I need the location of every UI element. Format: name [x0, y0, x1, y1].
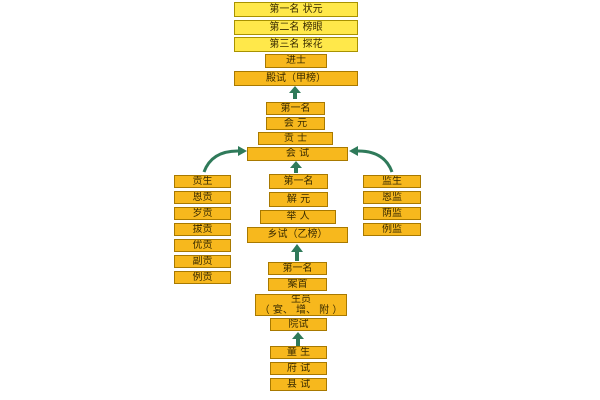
box-rank-third-tanhua: 第三名 探花 — [234, 37, 358, 52]
box-fushi: 府 试 — [270, 362, 327, 375]
arrow-up-yuanshi — [292, 332, 304, 346]
box-right-lijian: 例监 — [363, 223, 421, 236]
box-anshou: 案首 — [268, 278, 327, 291]
box-rank-second-bangyan: 第二名 榜眼 — [234, 20, 358, 35]
shengyuan-subtitle: （ 宴、 增、 附 ） — [259, 304, 343, 316]
arrow-up-xiangshi — [291, 244, 303, 261]
arrow-up-dianshi — [289, 86, 301, 99]
box-left-bagong: 拔贡 — [174, 223, 231, 236]
box-tongsheng: 童 生 — [270, 346, 327, 359]
shengyuan-title: 生员 — [291, 294, 311, 305]
box-prov-first: 第一名 — [269, 174, 328, 189]
arrow-curve-left — [202, 146, 247, 173]
box-yuan-first: 第一名 — [268, 262, 327, 275]
box-right-enjian: 恩监 — [363, 191, 421, 204]
box-right-yinjian: 荫监 — [363, 207, 421, 220]
box-jinshi: 进士 — [265, 54, 327, 68]
box-metro-first: 第一名 — [266, 102, 325, 115]
box-yuanshi: 院试 — [270, 318, 327, 331]
box-huiyuan: 会 元 — [266, 117, 325, 130]
arrow-up-huishi — [290, 161, 302, 173]
box-left-fugong: 副贡 — [174, 255, 231, 268]
box-left-engong: 恩贡 — [174, 191, 231, 204]
box-rank-first-zhuangyuan: 第一名 状元 — [234, 2, 358, 17]
arrow-curve-right — [349, 146, 394, 173]
box-gongshi: 贡 士 — [258, 132, 333, 145]
box-left-ligong: 例贡 — [174, 271, 231, 284]
box-left-yougong: 优贡 — [174, 239, 231, 252]
box-right-jiansheng: 监生 — [363, 175, 421, 188]
box-dianshi: 殿试（甲榜） — [234, 71, 358, 86]
box-juren: 举 人 — [260, 210, 336, 224]
box-left-suigong: 岁贡 — [174, 207, 231, 220]
box-shengyuan: 生员 （ 宴、 增、 附 ） — [255, 294, 347, 316]
box-xianshi: 县 试 — [270, 378, 327, 391]
box-huishi: 会 试 — [247, 147, 348, 161]
box-jieyuan: 解 元 — [269, 192, 328, 207]
box-xiangshi: 乡试（乙榜） — [247, 227, 348, 243]
box-left-gongsheng: 贡生 — [174, 175, 231, 188]
